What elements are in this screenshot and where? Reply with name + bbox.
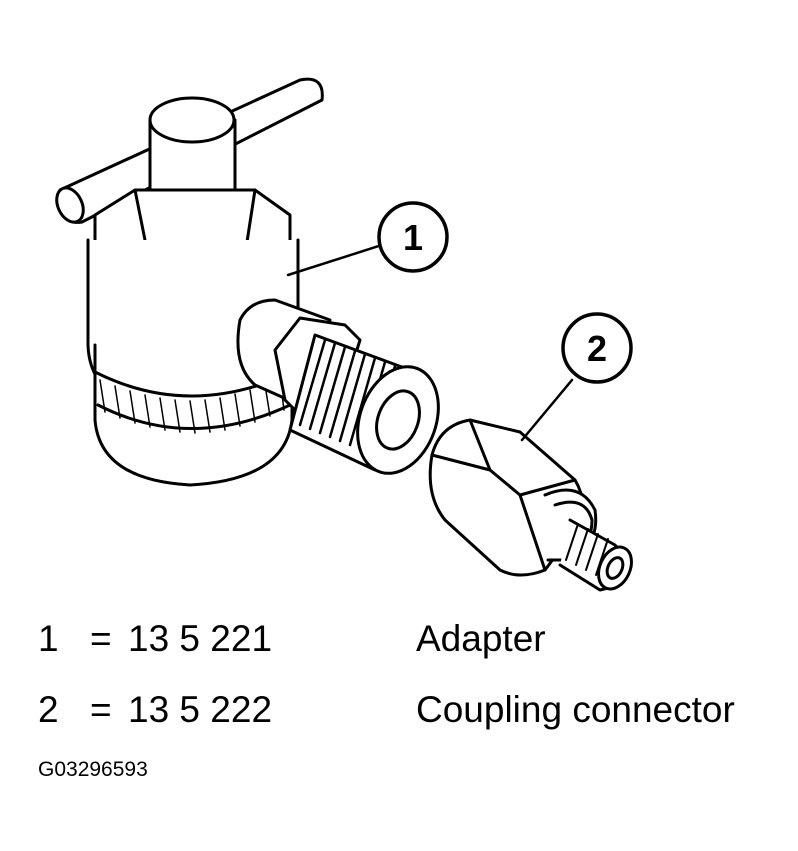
coupling-connector-drawing — [428, 418, 633, 592]
leader-line-2 — [520, 378, 574, 442]
legend-number: 1 — [38, 618, 59, 659]
tool-illustration: 1 2 — [55, 77, 633, 592]
legend-row-1: 1 = 13 5 221 Adapter — [0, 614, 798, 664]
callout-label-2: 2 — [587, 328, 607, 369]
legend-description: Coupling connector — [416, 689, 735, 730]
legend-equals: = — [90, 689, 112, 730]
callout-label-1: 1 — [403, 217, 423, 258]
callout-circle-2 — [561, 312, 633, 384]
legend-equals: = — [90, 618, 112, 659]
callout-circle-1 — [377, 201, 449, 273]
leader-line-1 — [286, 243, 384, 277]
legend-description: Adapter — [416, 618, 546, 659]
legend-row-2: 2 = 13 5 222 Coupling connector — [0, 685, 798, 735]
figure-reference-code: G03296593 — [38, 758, 148, 781]
legend-part-number: 13 5 221 — [128, 618, 273, 659]
adapter-drawing — [55, 77, 440, 487]
legend-part-number: 13 5 222 — [128, 689, 273, 730]
legend-number: 2 — [38, 689, 59, 730]
